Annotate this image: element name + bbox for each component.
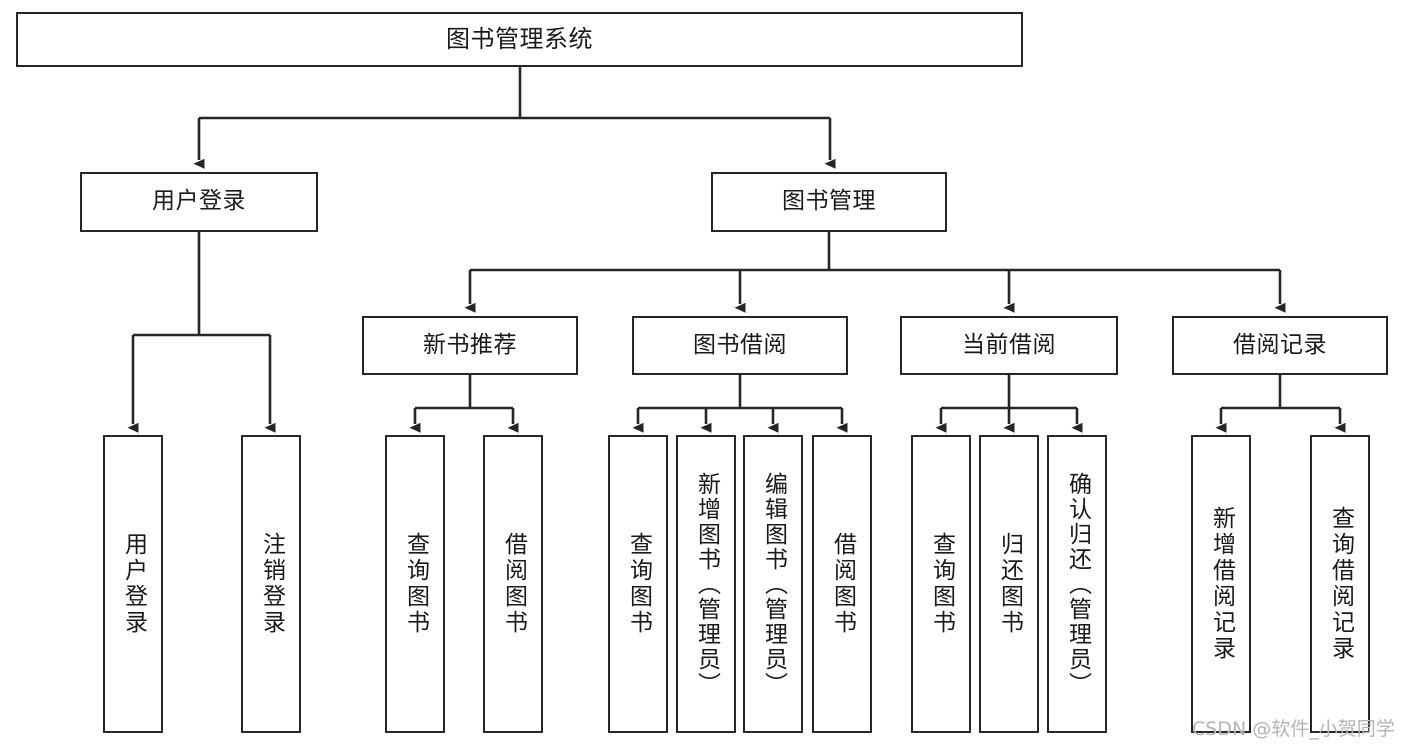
node-label: 查询图书: [625, 532, 652, 636]
node-label: 查询借阅记录: [1327, 506, 1354, 662]
leaf-confirm-return-admin[interactable]: 确认归还（管理员）: [1047, 435, 1107, 733]
leaf-return-book[interactable]: 归还图书: [979, 435, 1039, 733]
node-label: 查询图书: [402, 532, 429, 636]
leaf-edit-book-admin[interactable]: 编辑图书（管理员）: [743, 435, 803, 733]
node-borrow-records[interactable]: 借阅记录: [1172, 316, 1388, 375]
node-label: 注销登录: [258, 532, 285, 636]
node-label: 借阅图书: [829, 532, 856, 636]
leaf-add-book-admin[interactable]: 新增图书（管理员）: [676, 435, 736, 733]
node-label: 借阅图书: [500, 532, 527, 636]
leaf-borrow-book-new[interactable]: 借阅图书: [483, 435, 543, 733]
leaf-query-borrow-record[interactable]: 查询借阅记录: [1310, 435, 1370, 733]
leaf-borrow-book[interactable]: 借阅图书: [812, 435, 872, 733]
node-label: 图书借阅: [693, 331, 787, 358]
leaf-query-book-borrow[interactable]: 查询图书: [608, 435, 668, 733]
node-label: 当前借阅: [962, 331, 1056, 358]
node-label: 用户登录: [152, 188, 246, 215]
node-label: 确认归还（管理员）: [1064, 471, 1091, 697]
node-current-borrowing[interactable]: 当前借阅: [900, 316, 1118, 375]
node-label: 图书管理系统: [446, 25, 593, 54]
node-label: 新增借阅记录: [1208, 506, 1235, 662]
node-label: 查询图书: [928, 532, 955, 636]
watermark-text: CSDN @软件_小贺同学: [1192, 718, 1395, 740]
leaf-query-book-current[interactable]: 查询图书: [911, 435, 971, 733]
node-label: 借阅记录: [1233, 331, 1327, 358]
node-new-book-recommendation[interactable]: 新书推荐: [362, 316, 578, 375]
leaf-add-borrow-record[interactable]: 新增借阅记录: [1191, 435, 1251, 733]
node-label: 归还图书: [996, 532, 1023, 636]
node-user-login[interactable]: 用户登录: [80, 172, 318, 232]
leaf-query-book-new[interactable]: 查询图书: [385, 435, 445, 733]
node-label: 编辑图书（管理员）: [760, 471, 787, 697]
node-book-management[interactable]: 图书管理: [711, 172, 947, 232]
node-book-borrowing[interactable]: 图书借阅: [632, 316, 848, 375]
node-label: 新增图书（管理员）: [693, 471, 720, 697]
leaf-logout[interactable]: 注销登录: [241, 435, 301, 733]
node-label: 图书管理: [782, 188, 876, 215]
node-label: 用户登录: [120, 532, 147, 636]
leaf-user-login[interactable]: 用户登录: [103, 435, 163, 733]
node-root-book-management-system[interactable]: 图书管理系统: [16, 12, 1023, 67]
node-label: 新书推荐: [423, 331, 517, 358]
